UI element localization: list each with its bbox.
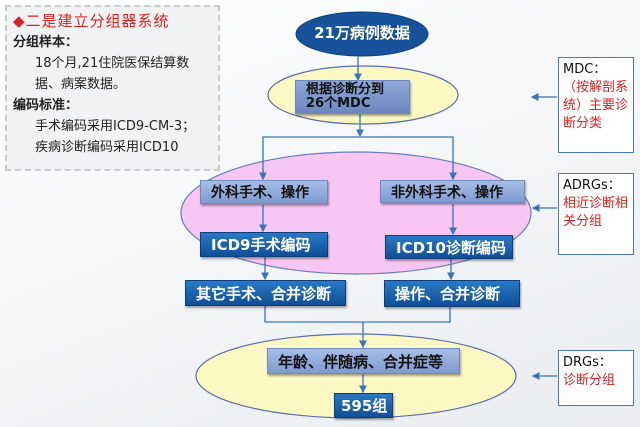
factors-node: 年龄、伴随病、合并症等 (267, 348, 460, 374)
coding-heading: 编码标准： (13, 98, 79, 113)
operation-diagnosis-node: 操作、合并诊断 (384, 280, 520, 307)
diamond-bullet-icon: ◆ (13, 12, 26, 30)
icd9-node: ICD9手术编码 (200, 232, 328, 257)
legend-mdc-key: MDC： (563, 62, 607, 77)
legend-drg-desc: 诊断分组 (563, 373, 616, 388)
legend-mdc-desc: （按解剖系统）主要诊断分类 (563, 80, 629, 131)
grouping-info-panel: ◆二是建立分组器系统 分组样本： 18个月,21住院医保结算数据、病案数据。 编… (5, 5, 220, 171)
legend-adrg: ADRGs： 相近诊断相关分组 (558, 173, 634, 255)
icd10-node: ICD10诊断编码 (385, 235, 513, 259)
legend-adrg-desc: 相近诊断相关分组 (563, 196, 629, 229)
sample-heading: 分组样本： (13, 35, 79, 50)
legend-mdc: MDC： （按解剖系统）主要诊断分类 (558, 57, 634, 153)
coding-line-1: 手术编码采用ICD9-CM-3； (35, 119, 196, 134)
info-title-text: 二是建立分组器系统 (25, 12, 170, 30)
surgical-node: 外科手术、操作 (200, 180, 328, 204)
info-title: ◆二是建立分组器系统 (13, 11, 212, 32)
sample-text: 18个月,21住院医保结算数据、病案数据。 (35, 56, 190, 92)
mdc-step-text: 根据诊断分到26个MDC (306, 82, 385, 111)
legend-adrg-key: ADRGs： (563, 178, 621, 193)
start-node: 21万病例数据 (314, 24, 410, 42)
coding-line-2: 疾病诊断编码采用ICD10 (35, 140, 179, 155)
legend-drg: DRGs： 诊断分组 (558, 350, 634, 406)
start-ellipse (295, 11, 429, 57)
other-surgery-node: 其它手术、合并诊断 (185, 280, 346, 306)
result-node: 595组 (334, 393, 393, 418)
mdc-step-node: 根据诊断分到26个MDC (295, 80, 410, 114)
legend-drg-key: DRGs： (563, 355, 612, 370)
non-surgical-node: 非外科手术、操作 (380, 180, 525, 203)
